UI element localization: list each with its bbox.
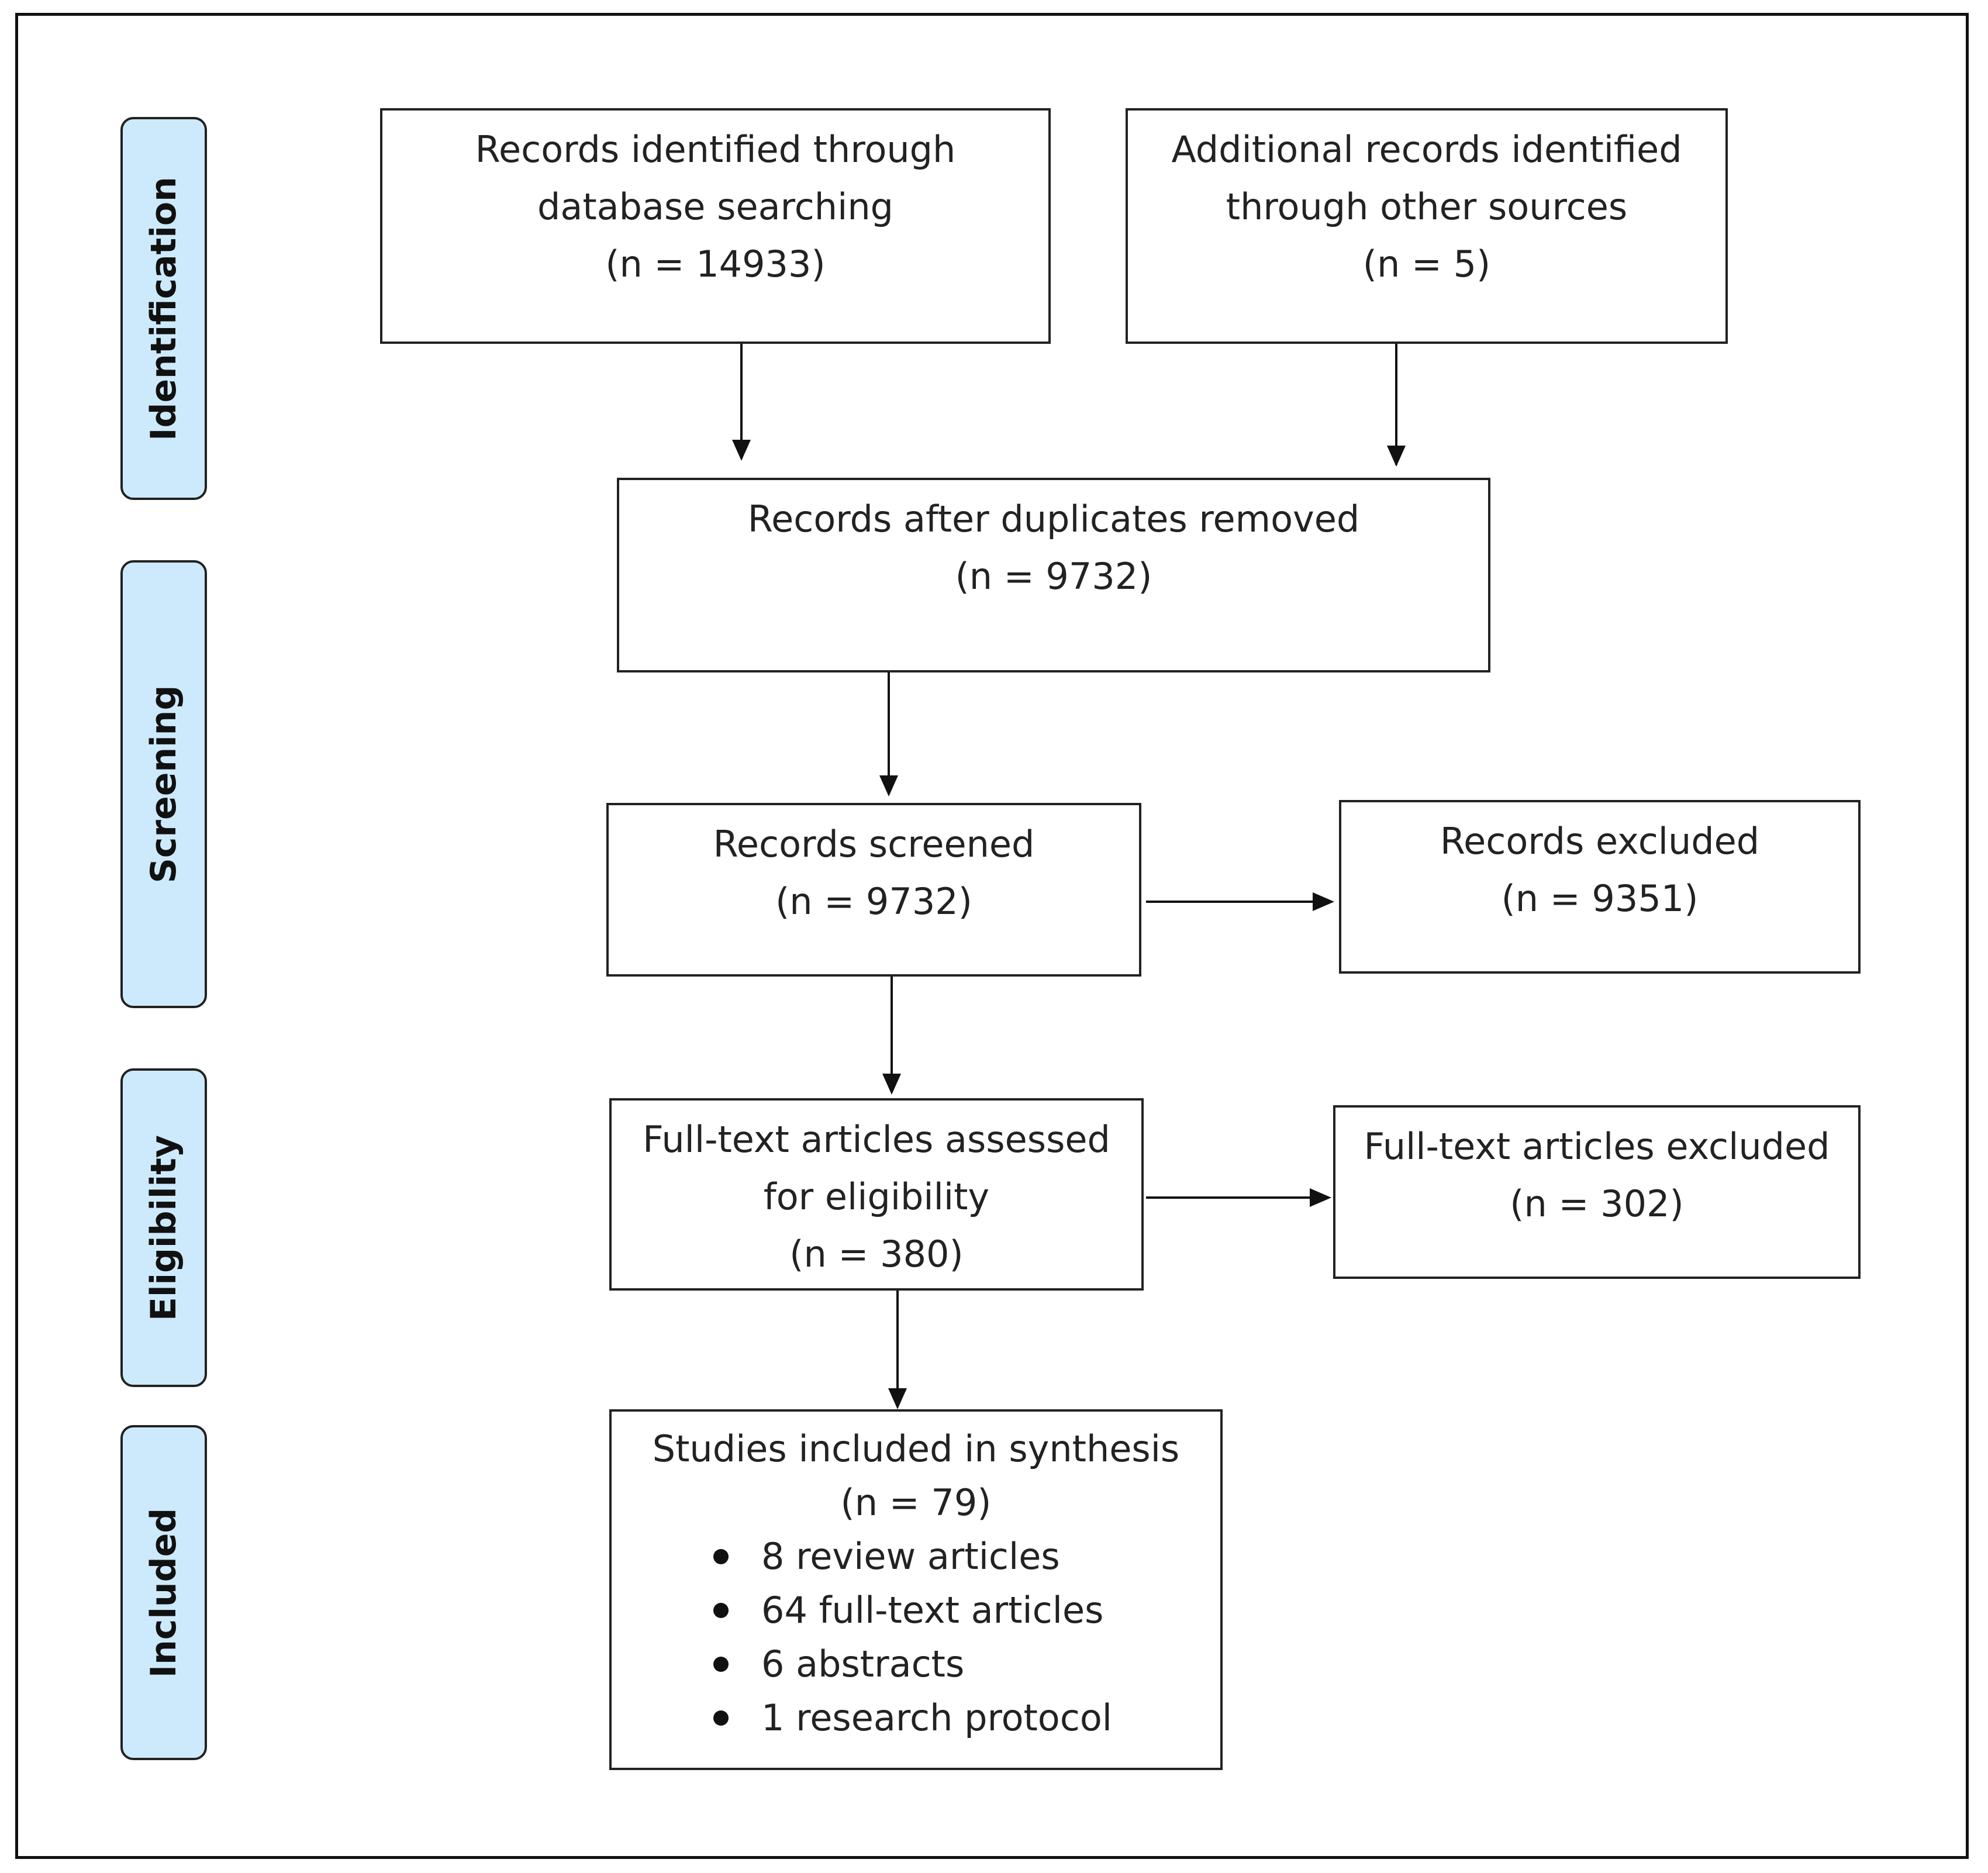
records-screened-line1: Records screened <box>713 823 1035 865</box>
arrowhead-fulltext-to-excluded <box>1310 1188 1331 1207</box>
list-item-label: 6 abstracts <box>761 1643 965 1685</box>
fulltext-excluded-box: Full-text articles excluded (n = 302) <box>1333 1105 1861 1279</box>
arrowhead-dedup-to-screened <box>879 775 898 796</box>
arrowhead-other-to-dedup <box>1387 446 1406 467</box>
studies-included-line1: Studies included in synthesis <box>652 1427 1180 1470</box>
records-screened-box: Records screened (n = 9732) <box>606 803 1141 977</box>
arrowhead-database-to-dedup <box>732 440 751 461</box>
phase-screening: Screening <box>120 560 207 1008</box>
list-item-label: 8 review articles <box>761 1535 1060 1578</box>
other-sources-line1: Additional records identified <box>1171 128 1682 171</box>
phase-included: Included <box>120 1425 207 1760</box>
other-sources-count: (n = 5) <box>1362 243 1491 285</box>
database-search-box: Records identified through database sear… <box>380 108 1051 344</box>
bullet-icon <box>713 1657 729 1672</box>
database-search-count: (n = 14933) <box>605 243 826 285</box>
records-excluded-line1: Records excluded <box>1440 820 1760 863</box>
after-duplicates-count: (n = 9732) <box>955 555 1152 598</box>
database-search-line2: database searching <box>537 185 893 228</box>
studies-included-list: 8 review articles 64 full-text articles … <box>713 1530 1220 1745</box>
arrowhead-fulltext-to-included <box>888 1388 907 1409</box>
list-item-label: 64 full-text articles <box>761 1589 1104 1631</box>
studies-included-count: (n = 79) <box>840 1481 992 1524</box>
list-item: 8 review articles <box>713 1530 1220 1584</box>
figure-frame <box>15 13 1969 1859</box>
fulltext-assessed-count: (n = 380) <box>789 1233 964 1275</box>
after-duplicates-line1: Records after duplicates removed <box>747 498 1360 540</box>
other-sources-line2: through other sources <box>1226 185 1628 228</box>
phase-identification: Identification <box>120 117 207 500</box>
records-excluded-count: (n = 9351) <box>1501 877 1699 920</box>
database-search-line1: Records identified through <box>475 128 956 171</box>
list-item: 1 research protocol <box>713 1691 1220 1745</box>
bullet-icon <box>713 1549 729 1564</box>
list-item-label: 1 research protocol <box>761 1696 1112 1739</box>
bullet-icon <box>713 1710 729 1726</box>
after-duplicates-box: Records after duplicates removed (n = 97… <box>617 478 1490 672</box>
fulltext-assessed-box: Full-text articles assessed for eligibil… <box>609 1098 1144 1291</box>
records-screened-count: (n = 9732) <box>775 880 972 923</box>
fulltext-assessed-line2: for eligibility <box>763 1175 990 1218</box>
list-item: 6 abstracts <box>713 1637 1220 1691</box>
fulltext-assessed-line1: Full-text articles assessed <box>643 1118 1110 1161</box>
arrowhead-screened-to-fulltext <box>882 1074 901 1095</box>
studies-included-box: Studies included in synthesis (n = 79) 8… <box>609 1409 1223 1770</box>
arrowhead-screened-to-excluded <box>1313 892 1334 911</box>
other-sources-box: Additional records identified through ot… <box>1126 108 1728 344</box>
phase-eligibility: Eligibility <box>120 1068 207 1387</box>
bullet-icon <box>713 1603 729 1618</box>
list-item: 64 full-text articles <box>713 1584 1220 1637</box>
records-excluded-box: Records excluded (n = 9351) <box>1339 800 1861 974</box>
fulltext-excluded-line1: Full-text articles excluded <box>1364 1125 1830 1168</box>
fulltext-excluded-count: (n = 302) <box>1510 1182 1684 1225</box>
